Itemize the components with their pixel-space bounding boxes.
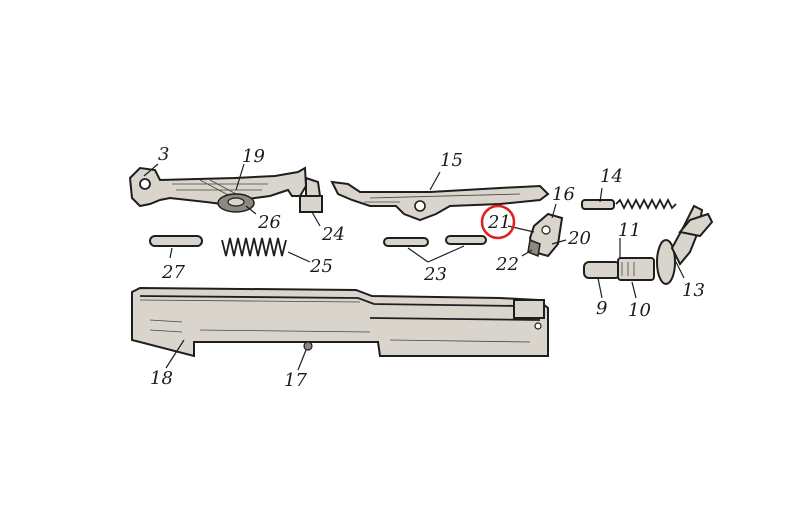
label-14: 14: [600, 166, 623, 187]
label-3: 3: [158, 144, 169, 165]
label-9: 9: [596, 298, 607, 319]
label-20: 20: [567, 228, 591, 249]
part-16-block: [527, 212, 564, 258]
label-19: 19: [242, 146, 265, 167]
label-23: 23: [423, 264, 447, 285]
label-22: 22: [495, 254, 519, 275]
highlight-circle: [480, 204, 516, 240]
label-15: 15: [440, 150, 463, 171]
label-18: 18: [150, 368, 173, 389]
part-23-pins: [383, 235, 487, 247]
part-25-spring: [221, 237, 287, 257]
label-27: 27: [161, 262, 185, 283]
label-26: 26: [257, 212, 281, 233]
part-11-axle: [583, 257, 655, 281]
leader-lines: [143, 163, 685, 371]
part-18-base: [131, 286, 549, 358]
part-3-lever: [128, 166, 308, 208]
part-26-roller: [217, 193, 255, 213]
part-27-pin: [149, 235, 203, 247]
label-21: 21: [487, 212, 511, 233]
label-16: 16: [552, 184, 575, 205]
label-13: 13: [682, 280, 705, 301]
label-17: 17: [284, 370, 307, 391]
label-10: 10: [628, 300, 651, 321]
label-11: 11: [618, 220, 641, 241]
label-24: 24: [321, 224, 345, 245]
part-14-spring: [581, 197, 677, 211]
part-15-lever: [330, 180, 550, 222]
part-24-bracket: [299, 176, 323, 213]
label-25: 25: [309, 256, 333, 277]
part-13-crank: [656, 204, 714, 285]
